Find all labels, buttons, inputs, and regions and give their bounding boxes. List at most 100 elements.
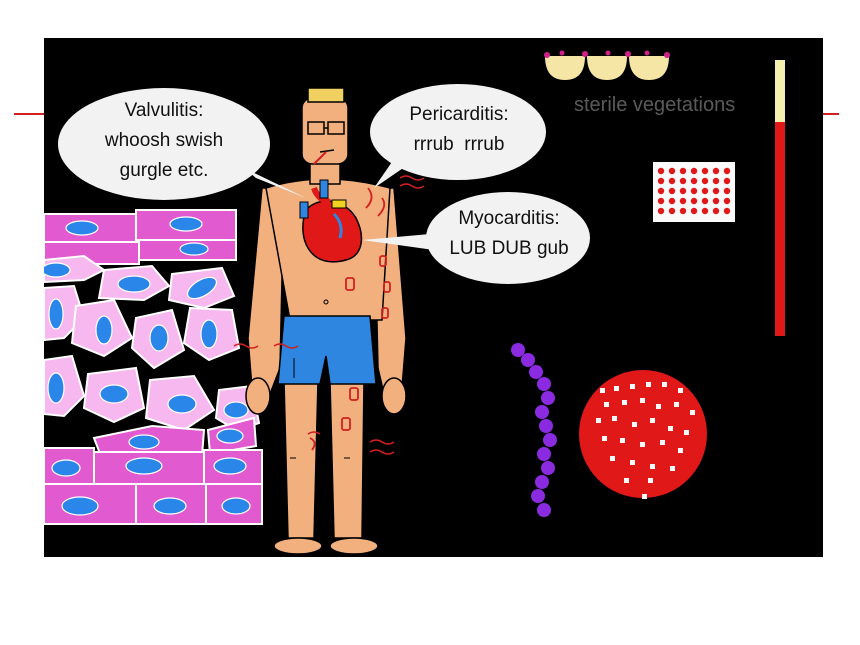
streptococcus-chain: [511, 343, 557, 517]
heart: [299, 179, 363, 263]
grid-dot: [690, 167, 698, 175]
grid-dot: [668, 187, 676, 195]
disc-speckle: [678, 388, 683, 393]
disc-speckle: [650, 464, 655, 469]
grid-dot: [723, 207, 731, 215]
cell-nucleus: [65, 220, 99, 236]
grid-dot: [679, 177, 687, 185]
disc-speckle: [668, 426, 673, 431]
grid-dot: [723, 177, 731, 185]
right-hand: [381, 377, 407, 415]
valve-cusp: [629, 56, 669, 80]
valvulitis-text: Valvulitis: whoosh swish gurgle etc.: [64, 96, 264, 186]
thermometer: [313, 151, 327, 165]
cell-nucleus: [47, 372, 65, 404]
grid-dot: [701, 167, 709, 175]
cell-nucleus: [179, 242, 209, 256]
disc-speckle: [678, 448, 683, 453]
level-bar-top: [775, 60, 785, 122]
disc-speckle: [690, 410, 695, 415]
disc-speckle: [624, 478, 629, 483]
vegetation-nodule: [559, 50, 565, 56]
left-foot: [273, 537, 323, 555]
pericarditis-text: Pericarditis: rrrub rrrub: [374, 100, 544, 160]
cardiac-fiber: [135, 483, 207, 525]
grid-dot: [701, 207, 709, 215]
grid-dot: [690, 177, 698, 185]
disc-speckle: [660, 440, 665, 445]
disc-speckle: [600, 388, 605, 393]
dot-grid-card: [653, 162, 735, 222]
grid-dot: [723, 197, 731, 205]
cell-nucleus: [51, 459, 81, 477]
joint-pain-marks: [233, 175, 425, 455]
speech-bubbles: [58, 84, 590, 284]
cell-nucleus: [216, 428, 244, 444]
cell-nucleus: [117, 275, 151, 293]
cell-nucleus: [169, 216, 203, 232]
grid-dot: [679, 207, 687, 215]
disc-speckle: [596, 418, 601, 423]
sterile-vegetations-label: sterile vegetations: [574, 94, 736, 116]
cell-nucleus: [200, 319, 218, 349]
disc-speckle: [602, 436, 607, 441]
red-disc: [579, 370, 707, 499]
slide-rule-right: [823, 113, 839, 115]
cell-nucleus: [95, 315, 113, 345]
slide-rule-left: [14, 113, 44, 115]
cell-nucleus: [128, 434, 160, 450]
face: [307, 121, 345, 165]
vegetation-nodule: [605, 50, 611, 56]
grid-dot: [668, 167, 676, 175]
left-leg: [283, 379, 319, 539]
cell-nucleus: [221, 497, 251, 515]
level-bar: [775, 60, 785, 336]
disc-speckle: [656, 404, 661, 409]
disc-speckle: [620, 438, 625, 443]
grid-dot: [657, 197, 665, 205]
grid-dot: [701, 197, 709, 205]
cell-nucleus: [44, 262, 71, 278]
cell-nucleus: [213, 457, 247, 475]
cell-nucleus: [153, 497, 187, 515]
cell-nucleus: [61, 496, 99, 516]
heart-muscle-tissue: [44, 209, 263, 525]
grid-dot: [679, 167, 687, 175]
bubble-pericarditis: [370, 84, 546, 180]
cell-nucleus: [48, 298, 64, 330]
bubble-tail-myocarditis: [362, 234, 434, 250]
cell-nucleus: [167, 394, 197, 414]
disc-speckle: [640, 398, 645, 403]
vegetation-nodule: [582, 51, 588, 57]
bubble-tail-valvulitis: [244, 168, 306, 198]
cell-nucleus: [149, 324, 169, 352]
disc-speckle: [684, 430, 689, 435]
body-details: [290, 299, 350, 459]
grid-dot: [712, 197, 720, 205]
hair: [307, 87, 345, 103]
valvulitis-line3: gurgle etc.: [119, 160, 209, 181]
grid-dot: [690, 197, 698, 205]
shorts: [277, 315, 377, 385]
disc-speckle: [610, 456, 615, 461]
grid-dot: [701, 187, 709, 195]
vegetation-nodule: [544, 52, 550, 58]
illustration-canvas: [44, 50, 785, 555]
right-foot: [329, 537, 379, 555]
disc-speckle: [650, 418, 655, 423]
disc-speckle: [662, 382, 667, 387]
grid-dot: [723, 187, 731, 195]
grid-dot: [712, 207, 720, 215]
grid-dot: [712, 187, 720, 195]
sterile-vegetations-valves: [544, 50, 670, 80]
vegetation-nodule: [664, 52, 670, 58]
disc-speckle: [612, 416, 617, 421]
disc-speckle: [632, 422, 637, 427]
right-leg: [329, 379, 365, 539]
cell-nucleus: [99, 384, 129, 404]
disc-speckle: [630, 460, 635, 465]
valve-cusp: [587, 56, 627, 80]
valvulitis-line2: whoosh swish: [104, 130, 224, 151]
disc-speckle: [614, 386, 619, 391]
disc-speckle: [670, 466, 675, 471]
